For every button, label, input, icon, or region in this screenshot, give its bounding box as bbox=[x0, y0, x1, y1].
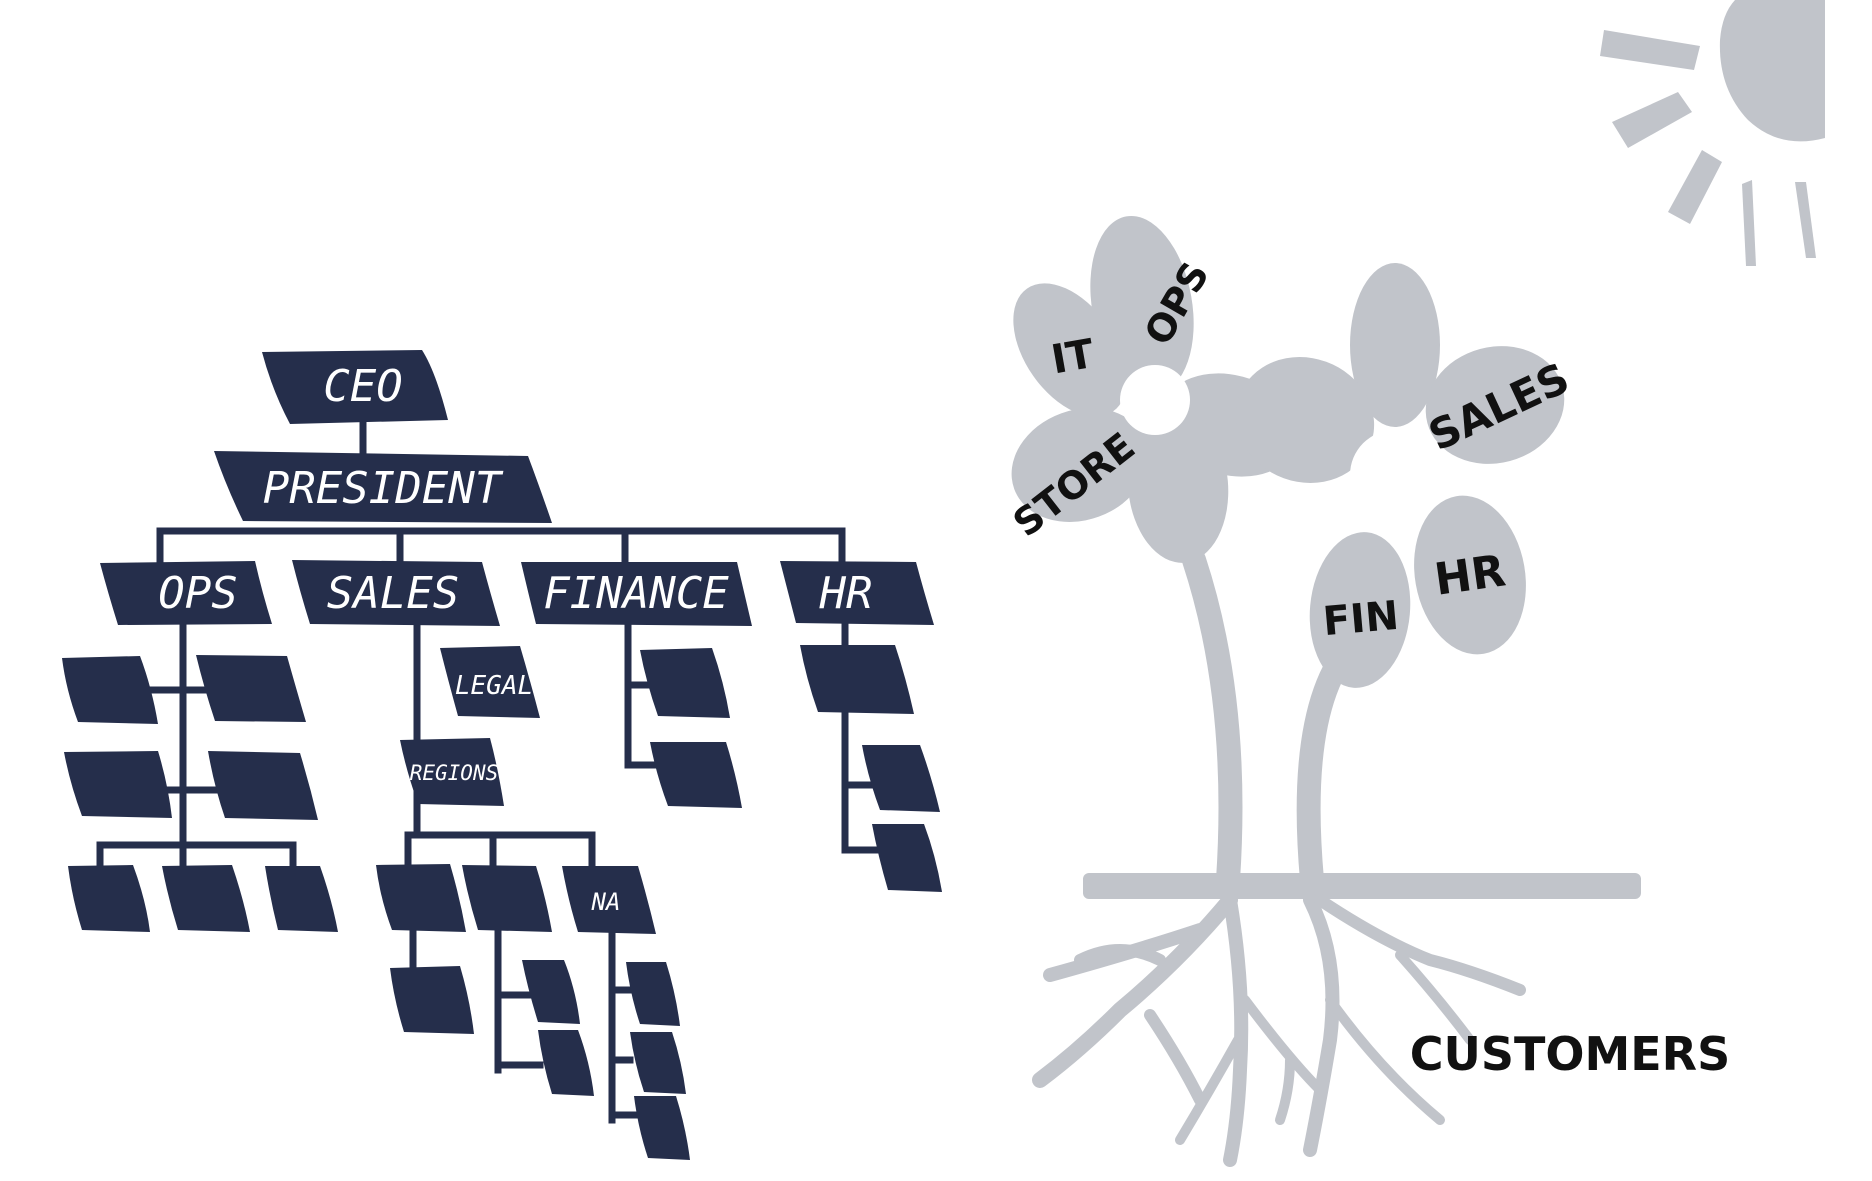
regions-subunits bbox=[376, 864, 690, 1160]
department-sales-label: SALES bbox=[327, 568, 459, 619]
na-label: NA bbox=[591, 888, 621, 916]
right-petal-hr-label: HR bbox=[1431, 545, 1508, 605]
left-petal-it-label: IT bbox=[1048, 331, 1098, 384]
legal-label: LEGAL bbox=[455, 671, 533, 701]
org-chart: CEO PRESIDENT OPS SALES FINANCE HR bbox=[62, 350, 942, 1160]
ops-subunits bbox=[62, 655, 338, 932]
department-finance-label: FINANCE bbox=[543, 568, 729, 619]
na-box: NA bbox=[562, 866, 656, 934]
department-finance: FINANCE bbox=[521, 562, 752, 626]
ceo-label: CEO bbox=[323, 361, 402, 412]
regions-box: REGIONS bbox=[400, 738, 504, 806]
department-hr-label: HR bbox=[819, 568, 873, 619]
flower-diagram: IT OPS STORE SALES HR FIN CUSTOMERS bbox=[1005, 215, 1730, 1167]
ground-line bbox=[1083, 873, 1641, 899]
legal-box: LEGAL bbox=[440, 646, 540, 718]
regions-label: REGIONS bbox=[410, 761, 499, 785]
sun-icon bbox=[1600, 0, 1825, 266]
customers-label: CUSTOMERS bbox=[1410, 1027, 1730, 1081]
department-sales: SALES bbox=[292, 560, 500, 626]
hr-subunits bbox=[800, 645, 942, 892]
finance-subunits bbox=[640, 648, 742, 808]
ceo-box: CEO bbox=[262, 350, 448, 424]
department-ops: OPS bbox=[100, 561, 272, 625]
president-box: PRESIDENT bbox=[214, 451, 552, 523]
left-flower-stem bbox=[1182, 548, 1243, 892]
right-petal-fin-label: FIN bbox=[1321, 593, 1400, 645]
right-flower: SALES HR FIN bbox=[1235, 263, 1577, 688]
department-ops-label: OPS bbox=[158, 568, 237, 619]
roots bbox=[1032, 892, 1526, 1167]
department-hr: HR bbox=[780, 561, 934, 625]
president-label: PRESIDENT bbox=[263, 463, 504, 514]
